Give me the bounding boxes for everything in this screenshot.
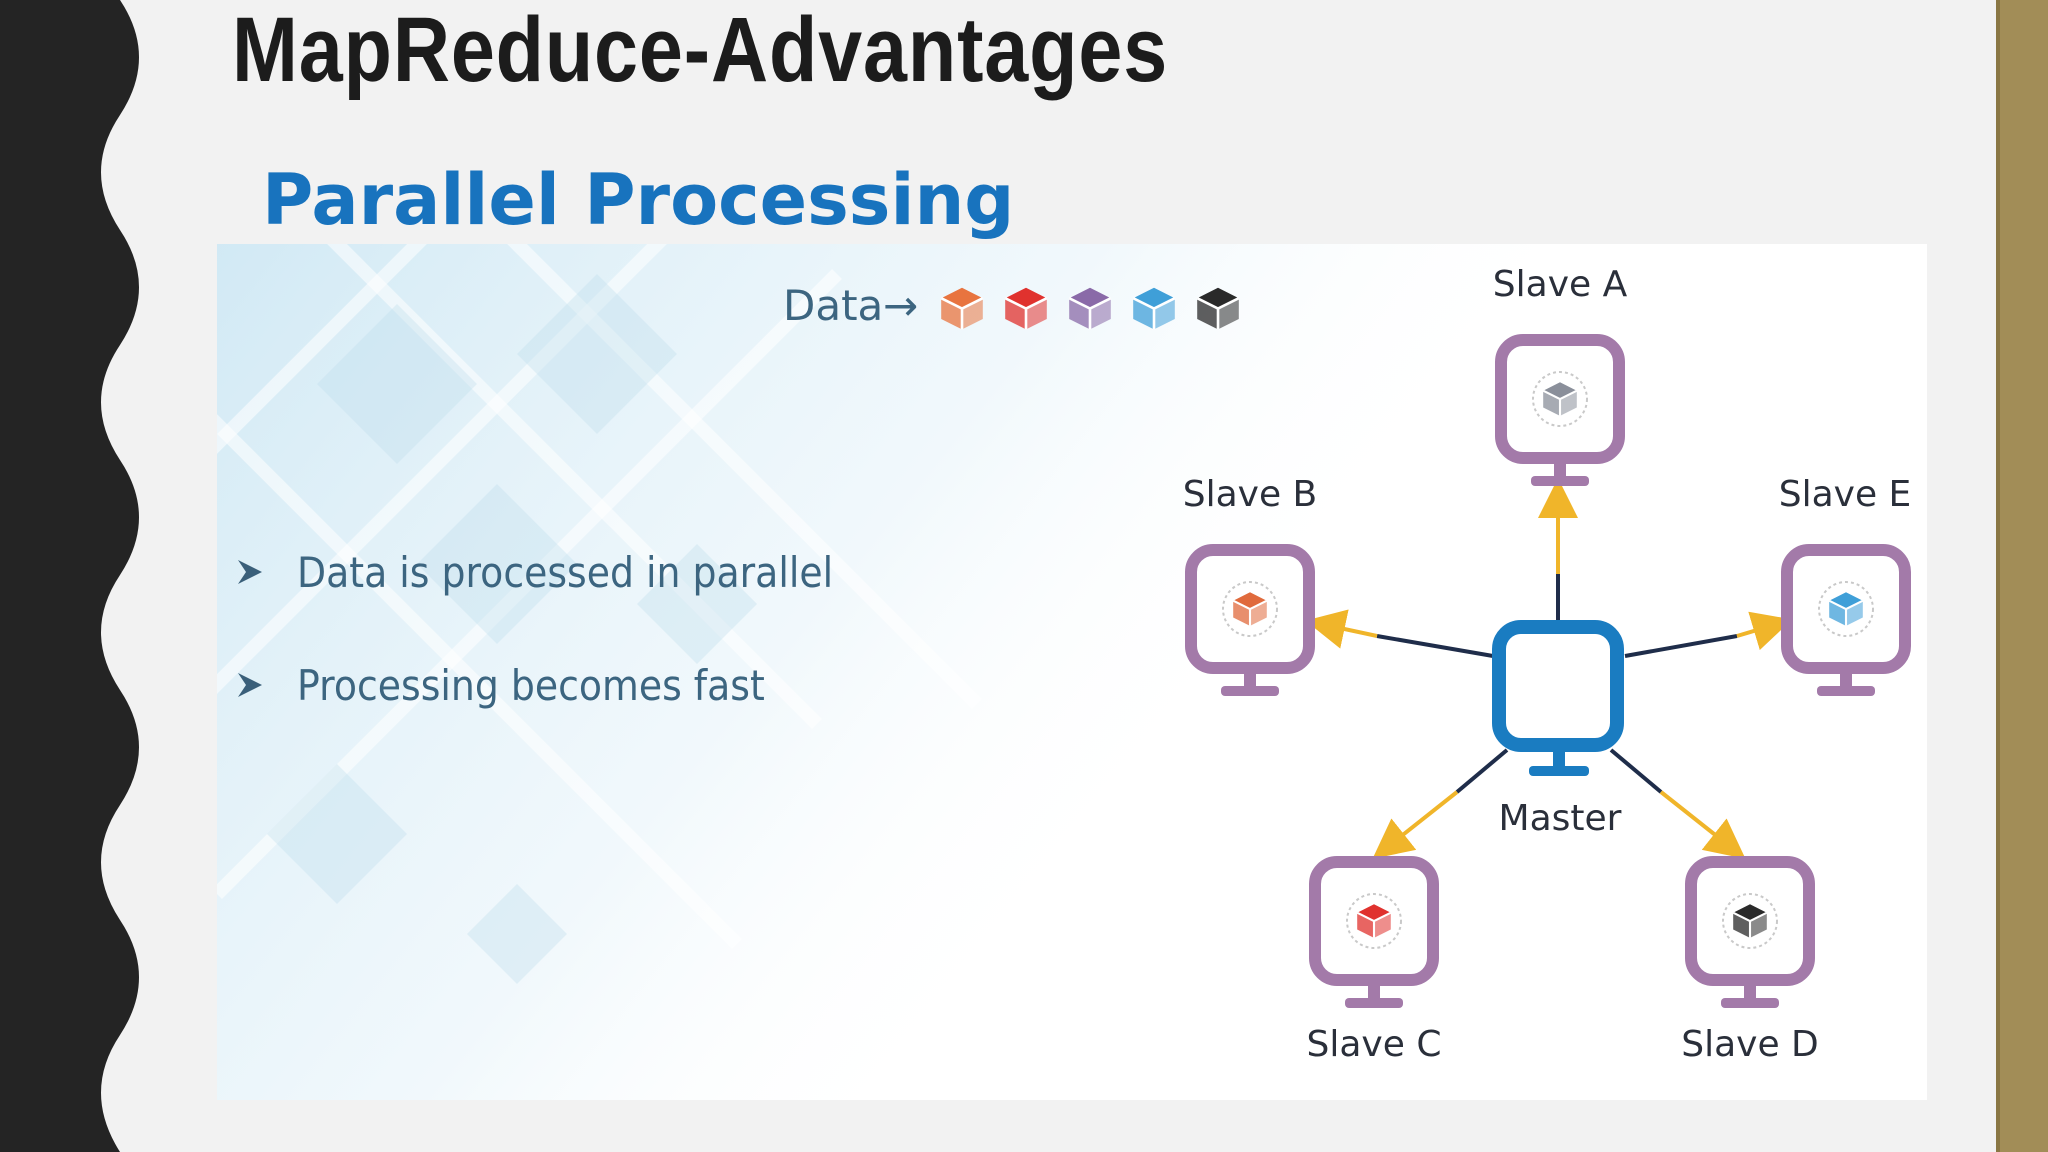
- data-block-icon: [1004, 287, 1048, 330]
- data-label: Data: [783, 281, 883, 330]
- connector-line: [1376, 634, 1494, 658]
- list-item: Processing becomes fast: [235, 657, 893, 713]
- slide-title: MapReduce-Advantages: [232, 0, 1169, 101]
- list-item: Data is processed in parallel: [235, 544, 893, 600]
- master-computer-icon: [1492, 620, 1624, 776]
- arrow-line: [1372, 790, 1459, 859]
- slave-b-label: Slave B: [1183, 474, 1318, 515]
- slave-a-computer-icon: [1495, 334, 1625, 486]
- connector-line: [1455, 748, 1509, 794]
- arrowhead-bullet-icon: [238, 673, 262, 697]
- bullet-text: Processing becomes fast: [297, 660, 765, 710]
- slave-e-label: Slave E: [1779, 474, 1912, 515]
- slave-b-computer-icon: [1185, 544, 1315, 696]
- left-wave-band: [0, 0, 139, 1152]
- bullet-text: Data is processed in parallel: [297, 547, 834, 597]
- arrow-line: [1659, 790, 1746, 859]
- slide-subtitle: Parallel Processing: [262, 159, 1015, 241]
- slave-c-computer-icon: [1309, 856, 1439, 1008]
- master-slave-diagram: Data → Master Slave A Slave B Slave C Sl…: [783, 264, 1912, 1065]
- background-pattern: [217, 244, 1927, 1100]
- data-block-icon: [1132, 287, 1176, 330]
- arrow-line: [1736, 611, 1793, 651]
- master-label: Master: [1499, 798, 1622, 839]
- slave-e-computer-icon: [1781, 544, 1911, 696]
- arrowhead-bullet-icon: [238, 560, 262, 584]
- data-block-icon: [1196, 287, 1240, 330]
- right-band-edge: [1996, 0, 2000, 1152]
- slave-d-computer-icon: [1685, 856, 1815, 1008]
- data-block-icon: [1068, 287, 1112, 330]
- connectors: [1305, 478, 1793, 859]
- connector-line: [1609, 748, 1663, 794]
- connector-line: [1624, 634, 1738, 658]
- slave-d-label: Slave D: [1681, 1024, 1819, 1065]
- diagram-image: Data is processed in parallel Processing…: [217, 244, 1927, 1100]
- bullet-list: Data is processed in parallel Processing…: [235, 544, 893, 770]
- right-accent-band: [2000, 0, 2048, 1152]
- slave-a-label: Slave A: [1493, 264, 1628, 305]
- data-blocks: [940, 287, 1240, 330]
- arrow-line: [1305, 609, 1378, 649]
- data-block-icon: [940, 287, 984, 330]
- slave-c-label: Slave C: [1307, 1024, 1442, 1065]
- data-arrow-icon: →: [883, 281, 918, 330]
